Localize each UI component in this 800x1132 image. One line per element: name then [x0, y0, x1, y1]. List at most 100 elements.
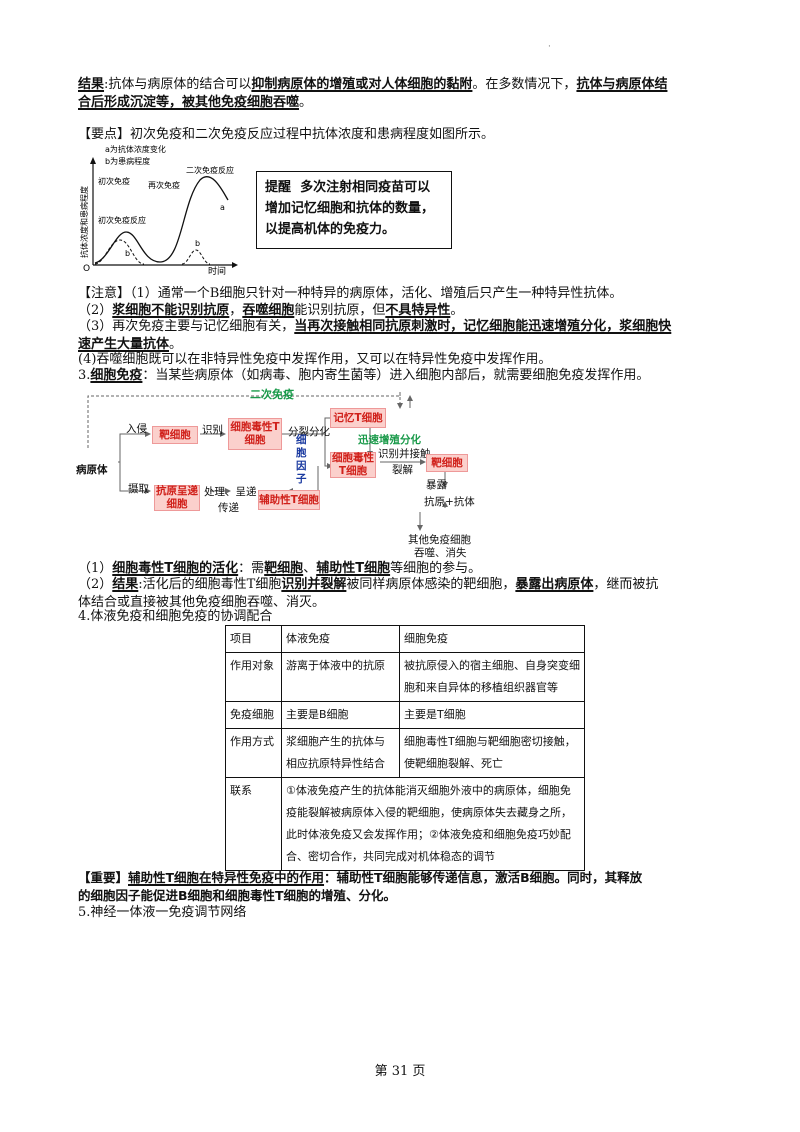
- table-cell: 主要是B细胞: [281, 701, 400, 729]
- section-4: 4.体液免疫和细胞免疫的协调配合: [78, 609, 273, 624]
- text: 。在多数情况下，: [472, 77, 577, 92]
- table-header: 细胞免疫: [399, 625, 585, 653]
- text: 等细胞的参与。: [390, 561, 482, 576]
- table-cell: ①体液免疫产生的抗体能消灭细胞外液中的病原体，细胞免疫能裂解被病原体入侵的靶细胞…: [281, 777, 585, 871]
- table-cell: 主要是T细胞: [399, 701, 585, 729]
- table-cell: 作用方式: [225, 728, 282, 778]
- curve-b: [94, 239, 145, 265]
- note-3: （3）再次免疫主要与记忆细胞有关，当再次接触相同抗原刺激时，记忆细胞能迅速增殖分…: [78, 318, 723, 354]
- antibody-graph: O 时间 a为抗体浓度变化 b为患病程度 抗体浓度和患病程度 初次免疫 初次免疫…: [79, 144, 238, 275]
- label-expose: 暴露: [426, 479, 447, 491]
- emphasis: 不具特异性: [385, 303, 451, 318]
- emphasis: 结果: [112, 577, 139, 592]
- emphasis: 吞噬细胞: [242, 303, 295, 318]
- graph-legend-b: b为患病程度: [105, 156, 150, 166]
- label-first: 初次免疫: [98, 176, 130, 186]
- box-ctl2: 细胞毒性T细胞: [330, 452, 376, 478]
- emphasis: 抗体与病原体结: [576, 77, 668, 92]
- note-2: （2）浆细胞不能识别抗原，吞噬细胞能识别抗原，但不具特异性。: [78, 302, 723, 320]
- text: ：辅助性T细胞能够传递信息，激活B细胞。同时，其释放: [324, 870, 643, 885]
- text: 体结合或直接被其他免疫细胞吞噬、消灭。: [78, 595, 326, 610]
- label-rapid: 迅速增殖分化: [358, 434, 421, 446]
- emphasis: 当再次接触相同抗原刺激时，记忆细胞能迅速增殖分化，浆细胞快: [294, 319, 672, 334]
- emphasis: 识别并裂解: [281, 577, 347, 592]
- text: ：需: [238, 561, 265, 576]
- box-target2: 靶细胞: [426, 454, 468, 472]
- emphasis: 暴露出病原体: [515, 577, 594, 592]
- box-helper: 辅助性T细胞: [258, 490, 320, 510]
- table-row: 作用方式 浆细胞产生的抗体与相应抗原特异性结合 细胞毒性T细胞与靶细胞密切接触，…: [225, 728, 585, 778]
- curve-b2: [181, 249, 211, 265]
- note-1: 【注意】（1）通常一个B细胞只针对一种特异的病原体，活化、增殖后只产生一种特异性…: [78, 286, 623, 301]
- label-second: 二次免疫反应: [186, 165, 234, 175]
- label-uptake: 摄取: [128, 483, 149, 495]
- important-paragraph: 【重要】辅助性T细胞在特异性免疫中的作用：辅助性T细胞能够传递信息，激活B细胞。…: [78, 869, 723, 905]
- key-point: 【要点】初次免疫和二次免疫反应过程中抗体浓度和患病程度如图所示。: [78, 127, 495, 142]
- table-cell: 联系: [225, 777, 282, 871]
- label-recognize-contact: 识别并接触: [378, 448, 431, 460]
- section-5: 5.神经一体液一免疫调节网络: [78, 905, 247, 920]
- note-4: (4)吞噬细胞既可以在非特异性免疫中发挥作用，又可以在特异性免疫中发挥作用。: [78, 352, 552, 367]
- text: （2）: [78, 303, 113, 318]
- text: （1）: [78, 561, 113, 576]
- curve-b2-label: b: [195, 239, 200, 248]
- graph-xlabel: 时间: [208, 265, 226, 275]
- diagram-lines: [87, 392, 448, 531]
- text: 的细胞因子能促进B细胞和细胞毒性T细胞的增殖、分化。: [78, 888, 397, 903]
- text: 。: [299, 95, 313, 110]
- text: 。: [450, 303, 464, 318]
- para-1: （1）细胞毒性T细胞的活化：需靶细胞、辅助性T细胞等细胞的参与。: [78, 560, 723, 578]
- text: :抗体与病原体的结合可以: [104, 77, 252, 92]
- label-process: 处理、呈递: [204, 486, 257, 498]
- text: 。: [169, 337, 183, 352]
- emphasis: 细胞免疫: [90, 368, 143, 383]
- text: 3.: [78, 368, 91, 383]
- text: 能识别抗原，但: [294, 303, 386, 318]
- emphasis: 辅助性T细胞在特异性免疫中的作用: [128, 870, 325, 885]
- label-lyse: 裂解: [392, 464, 413, 476]
- emphasis: 辅助性T细胞: [316, 561, 391, 576]
- label-divide: 分裂分化: [288, 426, 330, 438]
- label-pass: 传递: [218, 502, 239, 514]
- label-phag2: 吞噬、消失: [414, 547, 467, 559]
- tip-text: 多次注射相同疫苗可以增加记忆细胞和抗体的数量，以提高机体的免疫力。: [265, 180, 435, 237]
- tip-box: 提醒 多次注射相同疫苗可以增加记忆细胞和抗体的数量，以提高机体的免疫力。: [256, 171, 452, 249]
- result-paragraph: 结果:抗体与病原体的结合可以抑制病原体的增殖或对人体细胞的黏附。在多数情况下，抗…: [78, 76, 723, 112]
- emphasis: 浆细胞不能识别抗原: [112, 303, 230, 318]
- text: 【重要】: [78, 870, 129, 885]
- table-cell: 免疫细胞: [225, 701, 282, 729]
- label-first-reaction: 初次免疫反应: [98, 215, 146, 225]
- label-invade: 入侵: [126, 423, 147, 435]
- table-header: 项目: [225, 625, 282, 653]
- table-header: 体液免疫: [281, 625, 400, 653]
- text: :活化后的细胞毒性T细胞: [138, 577, 282, 592]
- box-target: 靶细胞: [152, 426, 198, 444]
- graph-legend-a: a为抗体浓度变化: [105, 144, 166, 154]
- curve-a-label: a: [220, 203, 225, 212]
- graph-ylabel: 抗体浓度和患病程度: [79, 186, 89, 258]
- curve-a: [94, 176, 229, 264]
- page-footer: 第 31 页: [374, 1064, 426, 1079]
- graph-origin: O: [83, 264, 90, 274]
- table-cell: 游离于体液中的抗原: [281, 652, 400, 702]
- table-cell: 浆细胞产生的抗体与相应抗原特异性结合: [281, 728, 400, 778]
- text: 、: [303, 561, 317, 576]
- label-cytokine: 细胞因子: [296, 434, 307, 485]
- text: ：当某些病原体（如病毒、胞内寄生菌等）进入细胞内部后，就需要细胞免疫发挥作用。: [142, 368, 650, 383]
- table-cell: 作用对象: [225, 652, 282, 702]
- text: ，继而被抗: [593, 577, 659, 592]
- text: （3）再次免疫主要与记忆细胞有关，: [78, 319, 295, 334]
- tip-label: 提醒: [265, 180, 292, 195]
- label-ag-ab: 抗原+抗体: [424, 496, 475, 508]
- label-pathogen: 病原体: [76, 464, 108, 476]
- result-label: 结果: [78, 77, 105, 92]
- table-row: 作用对象 游离于体液中的抗原 被抗原侵入的宿主细胞、自身突变细胞和来自异体的移植…: [225, 652, 585, 702]
- box-apc: 抗原呈递细胞: [154, 485, 200, 511]
- curve-b-label: b: [125, 249, 130, 258]
- para-2: （2）结果:活化后的细胞毒性T细胞识别并裂解被同样病原体感染的靶细胞，暴露出病原…: [78, 576, 723, 612]
- emphasis: 速产生大量抗体: [78, 337, 170, 352]
- box-ctl: 细胞毒性T细胞: [228, 418, 282, 450]
- text: 被同样病原体感染的靶细胞，: [346, 577, 516, 592]
- emphasis: 细胞毒性T细胞的活化: [112, 561, 239, 576]
- emphasis: 抑制病原体的增殖或对人体细胞的黏附: [251, 77, 473, 92]
